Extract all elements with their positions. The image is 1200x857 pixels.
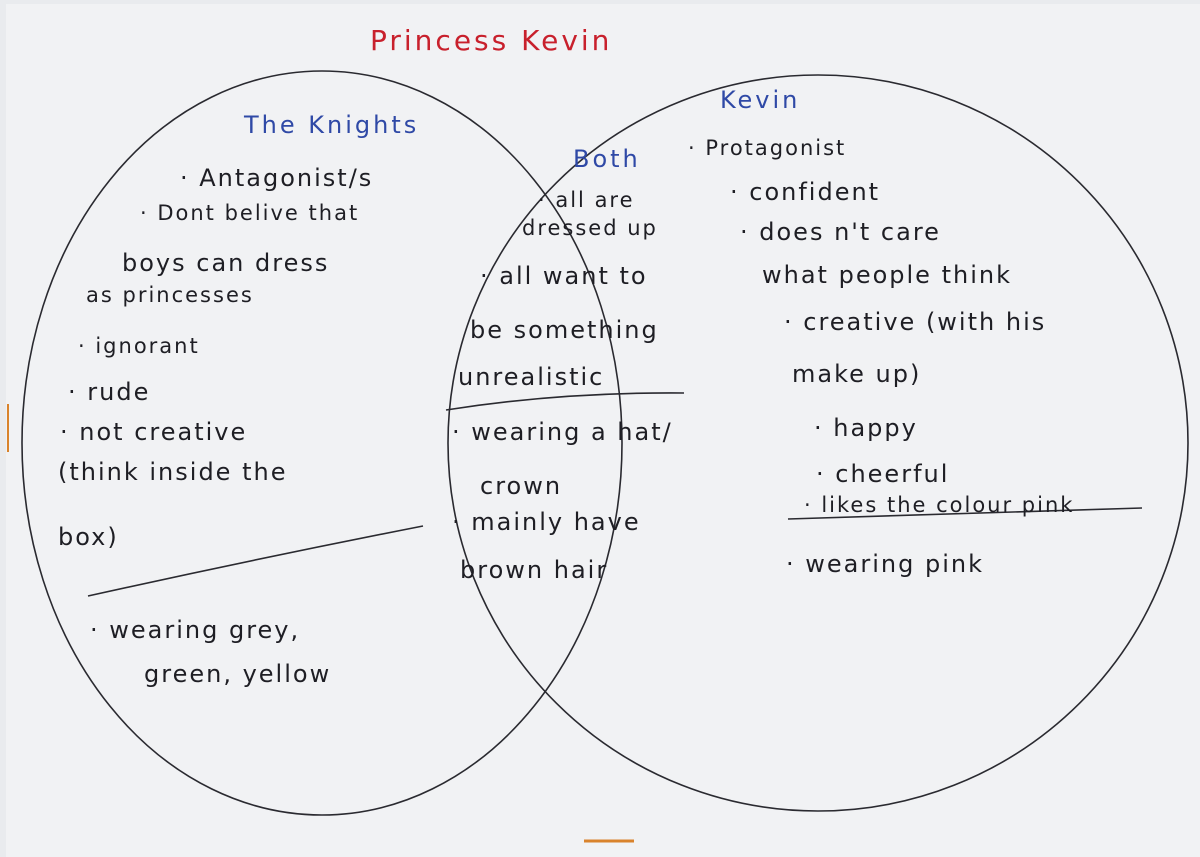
middle-item: · all want to — [480, 262, 648, 290]
middle-item: · wearing a hat/ — [452, 418, 673, 446]
diagram-title: Princess Kevin — [370, 24, 612, 57]
right-item: what people think — [762, 261, 1012, 289]
left-item: · Antagonist/s — [180, 164, 373, 192]
middle-item: dressed up — [522, 216, 658, 240]
middle-divider-line — [445, 392, 685, 411]
left-item: · ignorant — [78, 334, 200, 358]
left-circle — [21, 70, 623, 816]
left-heading: The Knights — [243, 111, 419, 139]
middle-item: · mainly have — [452, 508, 641, 536]
middle-item: · all are — [538, 188, 635, 212]
right-item: · happy — [814, 414, 918, 442]
middle-heading: Both — [573, 145, 641, 173]
right-item: · does n't care — [740, 218, 941, 246]
left-item: · not creative — [60, 418, 247, 446]
middle-item: unrealistic — [458, 363, 604, 391]
middle-item: brown hair — [460, 556, 608, 584]
paper-sheet — [6, 4, 1200, 857]
left-item: · Dont belive that — [140, 201, 359, 225]
right-item: make up) — [792, 360, 921, 388]
right-item: · cheerful — [816, 460, 949, 488]
right-item: · creative (with his — [784, 308, 1046, 336]
left-item: box) — [58, 523, 119, 551]
right-item: · confident — [730, 178, 880, 206]
left-divider-line — [87, 525, 424, 597]
right-divider-line — [787, 507, 1143, 520]
right-item: · wearing pink — [786, 550, 984, 578]
left-item: green, yellow — [144, 660, 331, 688]
middle-item: crown — [480, 472, 562, 500]
right-circle — [447, 74, 1189, 812]
right-item: · likes the colour pink — [804, 493, 1074, 517]
right-item: · Protagonist — [688, 136, 846, 160]
left-item: (think inside the — [58, 458, 287, 486]
left-item: boys can dress — [122, 249, 329, 277]
middle-item: be something — [470, 316, 659, 344]
right-heading: Kevin — [720, 86, 800, 114]
left-item: · wearing grey, — [90, 616, 300, 644]
left-item: · rude — [68, 378, 150, 406]
left-item: as princesses — [86, 283, 254, 307]
